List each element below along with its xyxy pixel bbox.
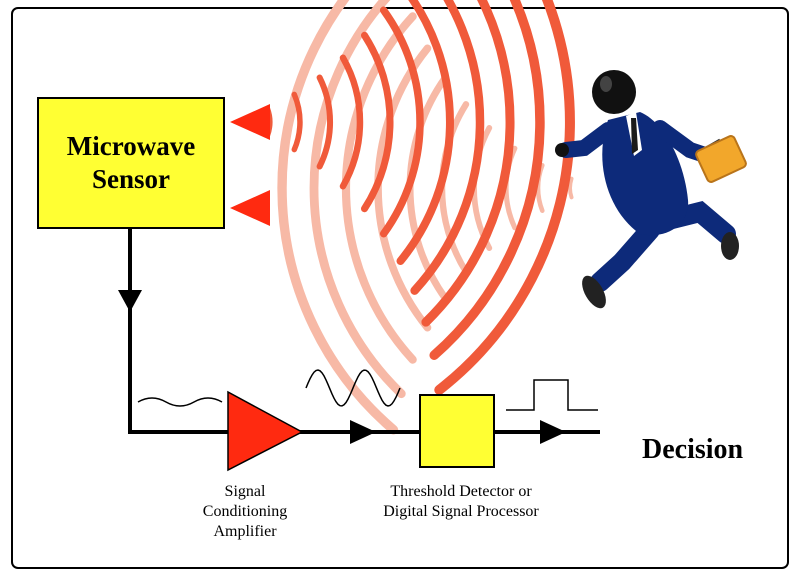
transmit-wave-arc: [361, 31, 394, 213]
amplifier-label-line1: Signal: [225, 483, 266, 500]
briefcase-icon: [695, 135, 747, 183]
reflect-wave-arc: [277, 0, 399, 435]
reflect-wave-arc: [568, 176, 574, 200]
transmit-wave-arc: [379, 6, 424, 238]
threshold-detector-box: [419, 394, 495, 468]
amplified-signal-waveform: [305, 369, 401, 407]
receive-triangle-icon: [230, 190, 270, 226]
diagram-frame: [11, 7, 789, 569]
flow-arrow-icon: [540, 420, 566, 444]
amplifier-triangle: [227, 390, 304, 472]
shoe: [721, 232, 739, 260]
flow-arrow-icon: [118, 290, 142, 312]
flow-arrow-icon: [350, 420, 376, 444]
transmit-wave-arc: [339, 54, 364, 190]
transmitted-waves: [265, 0, 575, 395]
amplifier-label-line2: Conditioning: [203, 503, 287, 520]
transmit-wave-arc: [291, 91, 303, 153]
shoe: [582, 275, 606, 309]
sensor-label-line1: Microwave: [67, 131, 195, 161]
running-person-icon: [555, 70, 747, 309]
decision-label: Decision: [642, 434, 744, 465]
transmit-wave-arc: [421, 0, 515, 327]
transmit-wave-arc: [429, 0, 545, 360]
microwave-sensor-box: [37, 97, 225, 229]
transmit-wave-arc: [316, 74, 334, 170]
reflect-wave-arc: [309, 0, 406, 399]
pulse-output-waveform: [506, 379, 598, 411]
amplifier-label-line3: Amplifier: [213, 523, 277, 540]
transmit-wave-arc: [434, 0, 575, 395]
transmit-triangle-icon: [230, 104, 270, 140]
detector-label-line1: Threshold Detector or: [390, 483, 532, 500]
weak-signal-waveform: [137, 397, 223, 407]
transmit-wave-arc: [410, 0, 485, 295]
detector-label-line2: Digital Signal Processor: [383, 503, 539, 520]
transmit-wave-arc: [396, 0, 454, 265]
sensor-label-line2: Sensor: [92, 164, 170, 194]
